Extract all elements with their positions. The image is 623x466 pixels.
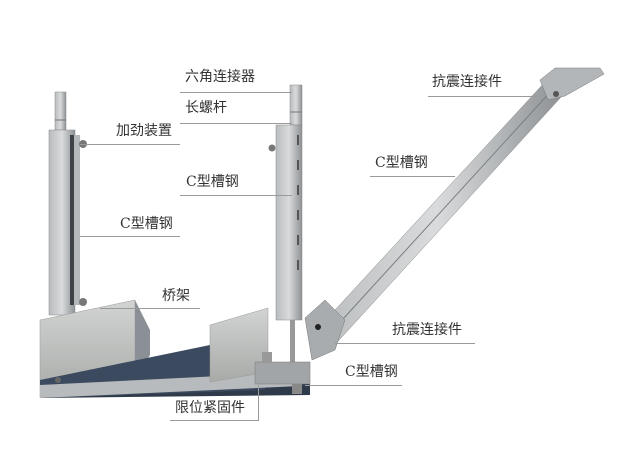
bottom-c-channel [254,352,311,394]
leader-line [100,308,200,309]
label-c-channel-left: C型槽钢 [120,216,173,232]
seismic-connector-top [539,67,605,101]
right-c-channel [268,124,303,365]
label-seismic-connector-top: 抗震连接件 [432,74,502,90]
leader-line [305,385,402,386]
label-stiffener: 加劲装置 [116,123,172,139]
leader-line [428,96,538,97]
right-hex-connector [289,84,303,126]
diagonal-c-channel [311,81,563,351]
label-seismic-connector-bottom: 抗震连接件 [392,322,462,338]
label-c-channel-diagonal: C型槽钢 [375,155,428,171]
leader-line [335,343,475,344]
seismic-connector-bottom [304,299,346,361]
leader-line [180,92,292,93]
label-hex-connector: 六角连接器 [185,69,255,85]
leader-line [370,176,455,177]
left-c-channel [48,129,87,316]
leader-line [80,236,180,237]
label-cable-tray: 桥架 [162,288,190,304]
leader-line [258,385,259,421]
left-hex-connector [54,91,67,131]
label-c-channel-right: C型槽钢 [186,174,239,190]
leader-line [80,144,180,145]
label-limit-fastener: 限位紧固件 [175,400,245,416]
leader-line [180,123,292,124]
leader-line [170,420,259,421]
label-c-channel-bottom: C型槽钢 [345,364,398,380]
label-long-rod: 长螺杆 [185,100,227,116]
cable-tray [39,299,310,399]
leader-line [180,195,292,196]
